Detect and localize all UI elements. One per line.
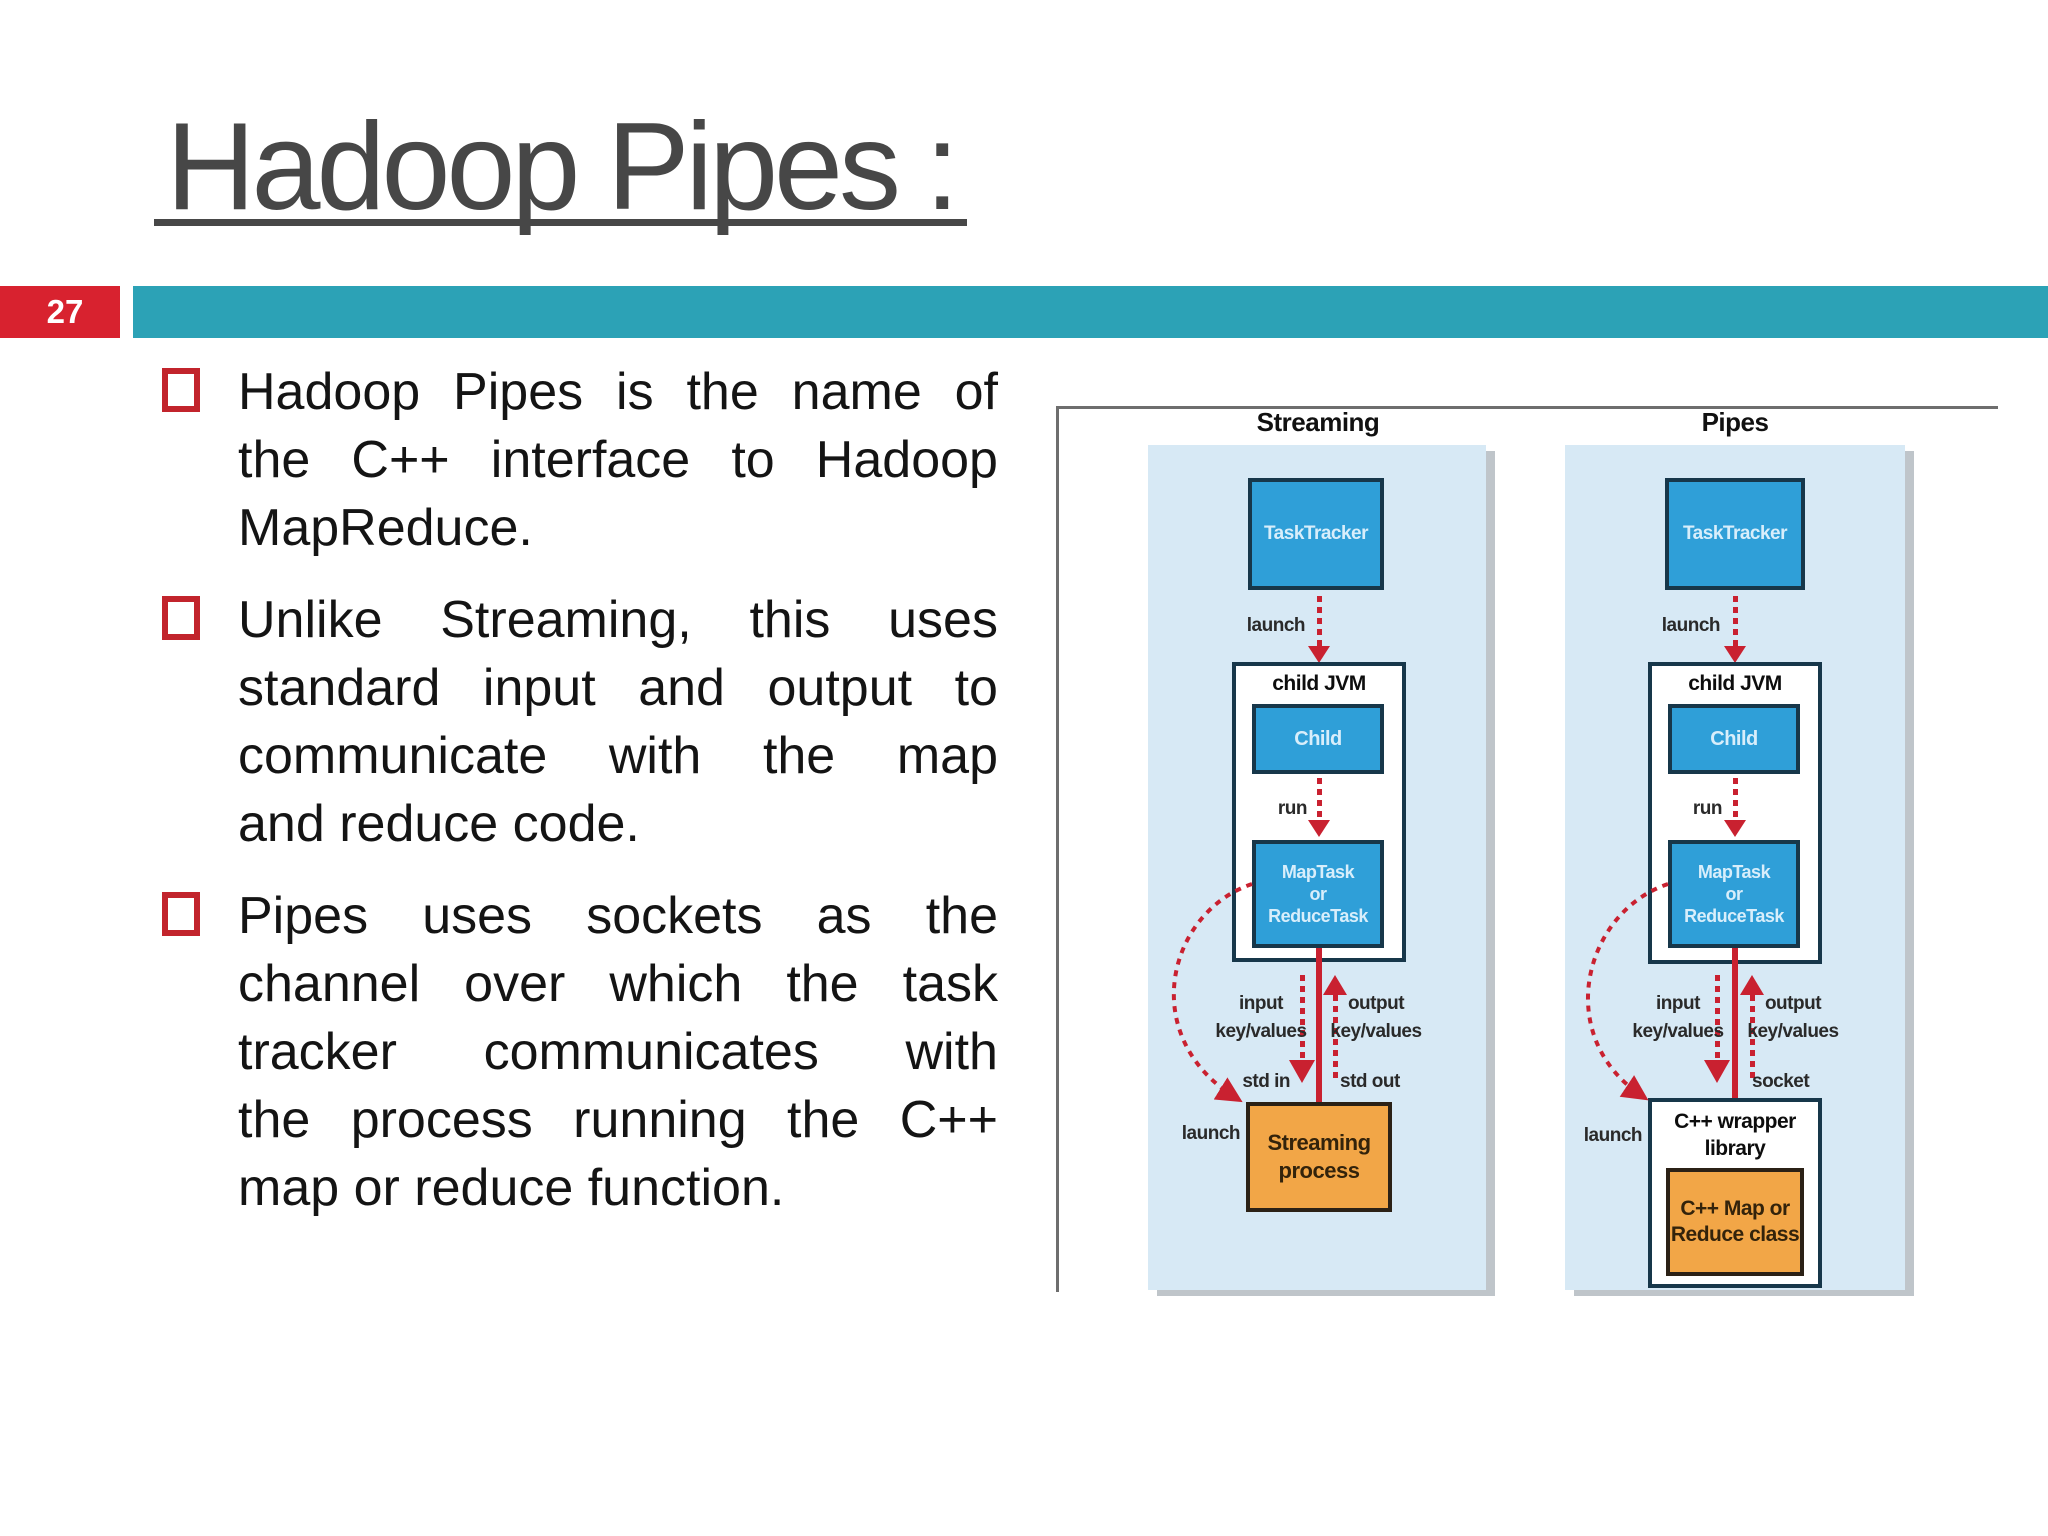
label-line: key/values (1330, 1021, 1422, 1042)
pipes-tasktracker-node: TaskTracker (1665, 478, 1805, 590)
streaming-launch-arrow (1317, 596, 1322, 648)
pipes-input-arrow (1715, 975, 1720, 1063)
node-label: Streaming (1267, 1130, 1371, 1155)
streaming-pipe-line (1316, 948, 1322, 1104)
bullet-square-icon (162, 596, 200, 640)
pipes-output-arrow (1750, 995, 1755, 1080)
arrow-down-icon (1308, 646, 1330, 663)
pipes-socket-line (1732, 948, 1738, 1100)
arrow-down-icon (1704, 1060, 1730, 1083)
bullet-square-icon (162, 892, 200, 936)
label-line: output (1764, 993, 1822, 1014)
streaming-input-arrow (1300, 975, 1305, 1063)
arrow-down-icon (1308, 820, 1330, 837)
bullet-text-line: map or reduce function. (238, 1159, 785, 1217)
node-label: ReduceTask (1268, 906, 1368, 926)
arrow-down-icon (1724, 646, 1746, 663)
node-label: Child (1710, 727, 1758, 750)
page-title-text: Hadoop Pipes (166, 98, 901, 236)
arrow-up-icon (1323, 975, 1347, 995)
node-label: MapTask (1697, 862, 1771, 882)
page-number-badge: 27 (0, 286, 120, 338)
title-underline (154, 219, 967, 226)
streaming-maptask-node: MapTask or ReduceTask (1252, 840, 1384, 948)
bullet-text-line: MapReduce. (238, 499, 533, 557)
streaming-launch-label: launch (1246, 615, 1306, 636)
arrow-up-icon (1740, 975, 1764, 995)
arrow-down-icon (1724, 820, 1746, 837)
streaming-process-node: Streaming process (1246, 1102, 1392, 1212)
pipes-child-node: Child (1668, 704, 1800, 774)
figure-left-border (1056, 406, 1059, 1292)
node-label: C++ Map or (1680, 1197, 1790, 1220)
pipes-child-jvm-title: child JVM (1688, 672, 1782, 695)
teal-divider-bar (133, 286, 2048, 338)
node-label: TaskTracker (1682, 523, 1788, 544)
pipes-wrapper-title: C++ wrapper library (1648, 1108, 1822, 1162)
label-line: key/values (1747, 1021, 1839, 1042)
label-line: library (1704, 1137, 1766, 1160)
label-line: output (1347, 993, 1405, 1014)
streaming-output-label: output key/values (1306, 990, 1446, 1046)
pipes-run-label: run (1692, 798, 1723, 819)
node-label: ReduceTask (1684, 906, 1784, 926)
node-label: TaskTracker (1263, 523, 1369, 544)
page-title-colon: : (925, 98, 960, 236)
page-number: 27 (46, 293, 84, 330)
streaming-output-arrow (1333, 995, 1338, 1080)
panel-title-pipes: Pipes (1701, 407, 1769, 437)
pipes-output-label: output key/values (1723, 990, 1863, 1046)
pipes-class-node: C++ Map or Reduce class (1666, 1168, 1804, 1276)
node-label: Reduce class (1670, 1223, 1800, 1246)
node-label: process (1278, 1158, 1360, 1183)
streaming-run-label: run (1277, 798, 1308, 819)
streaming-child-node: Child (1252, 704, 1384, 774)
streaming-child-jvm-title: child JVM (1272, 672, 1366, 695)
streaming-tasktracker-node: TaskTracker (1248, 478, 1384, 590)
pipes-launch-arrow (1733, 596, 1738, 648)
page-title: Hadoop Pipes: (166, 96, 960, 238)
node-label: Child (1294, 727, 1342, 750)
node-label: or (1725, 884, 1744, 904)
node-label: MapTask (1281, 862, 1355, 882)
streaming-stdin-label: std in (1242, 1071, 1290, 1092)
figure-top-border (1056, 406, 1998, 409)
bullet-text-line: and reduce code. (238, 795, 640, 853)
streaming-launch2-label: launch (1181, 1123, 1241, 1144)
streaming-stdout-label: std out (1340, 1071, 1400, 1092)
node-label: or (1309, 884, 1328, 904)
panel-title-streaming: Streaming (1256, 407, 1380, 437)
pipes-launch2-label: launch (1583, 1125, 1643, 1146)
pipes-socket-label: socket (1752, 1071, 1810, 1092)
label-line: C++ wrapper (1674, 1110, 1796, 1133)
streaming-run-arrow (1317, 778, 1322, 822)
pipes-launch-label: launch (1661, 615, 1721, 636)
pipes-run-arrow (1733, 778, 1738, 822)
bullet-square-icon (162, 368, 200, 412)
arrow-down-icon (1289, 1060, 1315, 1083)
pipes-maptask-node: MapTask or ReduceTask (1668, 840, 1800, 948)
